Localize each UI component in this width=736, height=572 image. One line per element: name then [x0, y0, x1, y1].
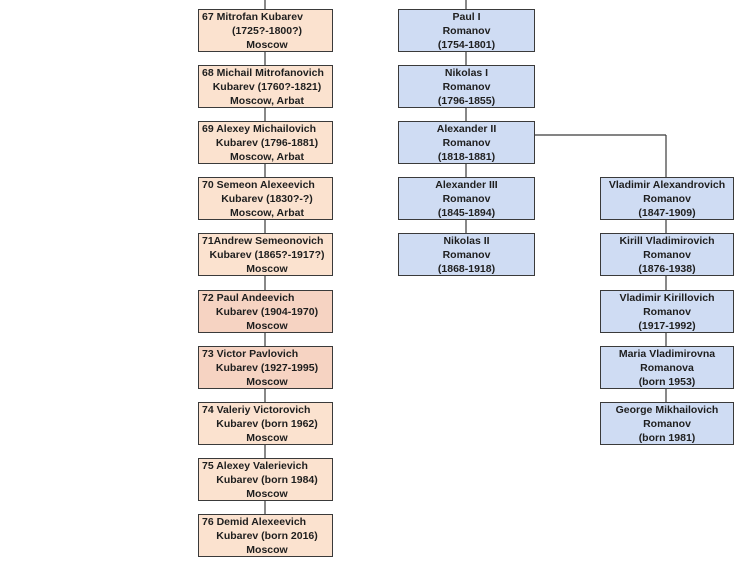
- person-name-line: Vladimir Alexandrovich: [608, 178, 726, 191]
- person-name-line: Nikolas II: [443, 234, 490, 247]
- person-name-line: Vladimir Kirillovich: [619, 291, 715, 304]
- person-surname-line: Romanov: [442, 192, 491, 205]
- person-detail-line: (1917-1992): [638, 319, 696, 332]
- person-surname-line: Romanova: [640, 361, 694, 374]
- person-detail-line: (1818-1881): [437, 150, 496, 163]
- person-surname-line: Romanov: [442, 80, 491, 93]
- person-detail-line: Moscow: [246, 543, 288, 556]
- person-detail-line: Moscow: [246, 38, 288, 51]
- person-name-line: 70 Semeon Alexeevich: [202, 178, 315, 191]
- person-detail-line: (1845-1894): [437, 206, 496, 219]
- person-surname-line: Romanov: [643, 192, 691, 205]
- person-surname-line: Kubarev (born 1984): [216, 473, 318, 486]
- kubarev-person-box: 67 Mitrofan Kubarev(1725?-1800?)Moscow: [198, 9, 333, 52]
- person-surname-line: Romanov: [643, 417, 691, 430]
- person-surname-line: Romanov: [643, 305, 691, 318]
- person-detail-line: Moscow, Arbat: [230, 206, 304, 219]
- person-detail-line: (1876-1938): [638, 262, 696, 275]
- person-surname-line: Romanov: [442, 136, 491, 149]
- person-detail-line: Moscow: [246, 262, 288, 275]
- person-detail-line: Moscow: [246, 319, 288, 332]
- person-name-line: Alexander III: [435, 178, 498, 191]
- person-detail-line: (born 1953): [638, 375, 696, 388]
- person-name-line: Kirill Vladimirovich: [619, 234, 715, 247]
- person-surname-line: Kubarev (1796-1881): [215, 136, 319, 149]
- person-name-line: 72 Paul Andeevich: [202, 291, 295, 304]
- person-surname-line: Kubarev (1760?-1821): [212, 80, 322, 93]
- person-surname-line: Romanov: [643, 248, 691, 261]
- person-detail-line: (1796-1855): [437, 94, 496, 107]
- person-detail-line: Moscow: [246, 487, 288, 500]
- person-surname-line: Romanov: [442, 248, 491, 261]
- person-name-line: 68 Michail Mitrofanovich: [202, 66, 324, 79]
- person-surname-line: (1725?-1800?): [231, 24, 303, 37]
- person-name-line: Paul I: [452, 10, 481, 23]
- person-name-line: 74 Valeriy Victorovich: [202, 403, 311, 416]
- person-surname-line: Romanov: [442, 24, 491, 37]
- person-detail-line: (1847-1909): [638, 206, 696, 219]
- person-name-line: 71Andrew Semeonovich: [202, 234, 324, 247]
- person-detail-line: (1868-1918): [437, 262, 496, 275]
- person-name-line: Maria Vladimirovna: [618, 347, 716, 360]
- person-name-line: Alexander II: [436, 122, 497, 135]
- person-detail-line: Moscow, Arbat: [230, 150, 304, 163]
- person-name-line: George Mikhailovich: [615, 403, 719, 416]
- person-detail-line: (1754-1801): [437, 38, 496, 51]
- person-detail-line: (born 1981): [638, 431, 696, 444]
- person-surname-line: Kubarev (born 2016): [216, 529, 318, 542]
- person-surname-line: Kubarev (1904-1970): [215, 305, 319, 318]
- person-surname-line: Kubarev (1865?-1917?): [209, 248, 325, 261]
- person-name-line: 76 Demid Alexeevich: [202, 515, 307, 528]
- person-surname-line: Kubarev (born 1962): [216, 417, 318, 430]
- person-surname-line: Kubarev (1830?-?): [221, 192, 313, 205]
- person-name-line: 75 Alexey Valerievich: [202, 459, 308, 472]
- person-detail-line: Moscow: [246, 431, 288, 444]
- person-detail-line: Moscow, Arbat: [230, 94, 304, 107]
- person-surname-line: Kubarev (1927-1995): [215, 361, 319, 374]
- person-name-line: Nikolas I: [444, 66, 489, 79]
- person-name-line: 69 Alexey Michailovich: [202, 122, 316, 135]
- person-name-line: 67 Mitrofan Kubarev: [202, 10, 303, 23]
- person-name-line: 73 Victor Pavlovich: [202, 347, 299, 360]
- person-detail-line: Moscow: [246, 375, 288, 388]
